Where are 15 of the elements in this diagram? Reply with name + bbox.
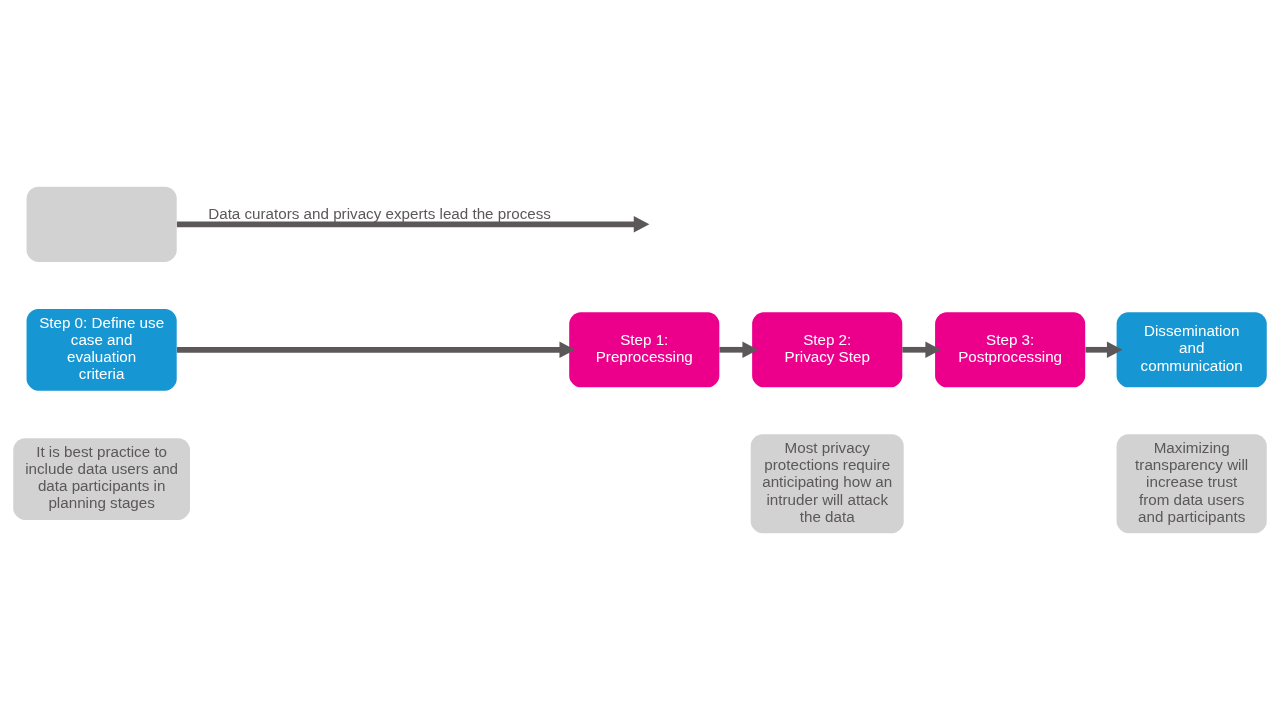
node-box: Step 2: Privacy Step xyxy=(752,312,903,388)
arrow xyxy=(176,216,650,233)
arrow xyxy=(1085,341,1123,358)
node-box: Step 3: Postprocessing xyxy=(935,312,1086,388)
node-box xyxy=(26,186,177,262)
node-box: Maximizing transparency will increase trust from data users and participants xyxy=(1116,434,1267,534)
node-box: Most privacy protections require anticipating how an intruder will attack the data xyxy=(750,434,904,534)
arrow xyxy=(176,341,576,358)
arrow xyxy=(719,341,759,358)
edge-label: Data curators and privacy experts lead the process xyxy=(208,205,551,223)
node-box: Dissemination and communication xyxy=(1116,312,1267,388)
node-box: It is best practice to include data users and data participants in planning stages xyxy=(13,438,190,520)
node-box: Step 1: Preprocessing xyxy=(569,312,720,388)
arrow xyxy=(902,341,941,358)
node-box: Step 0: Define use case and evaluation criteria xyxy=(26,308,177,391)
